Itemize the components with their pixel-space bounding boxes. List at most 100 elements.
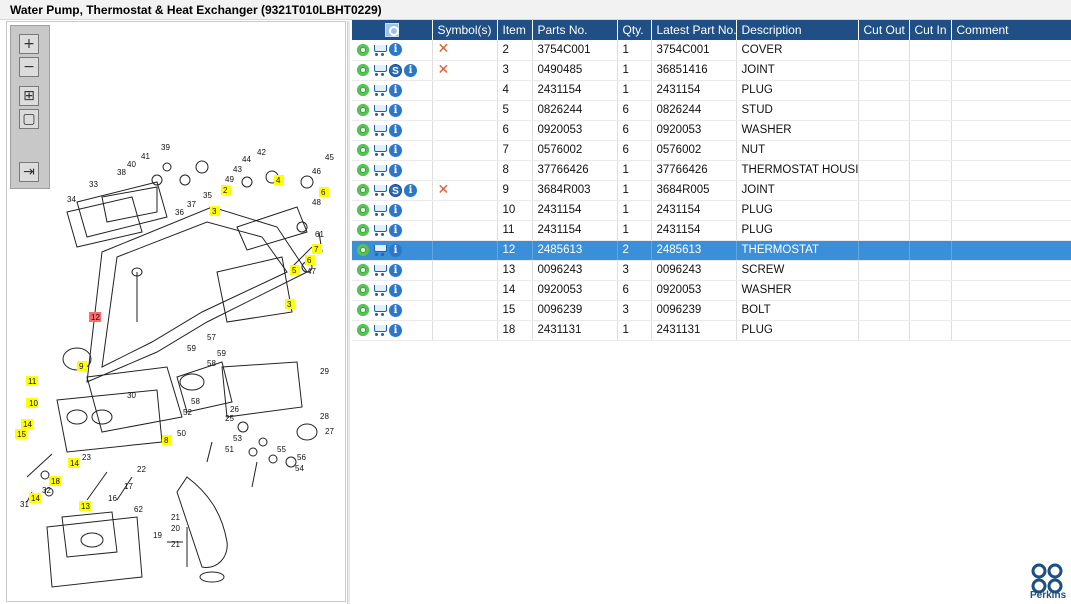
info-icon[interactable]: i xyxy=(389,283,402,297)
zoom-out-icon[interactable]: − xyxy=(19,57,39,77)
cart-icon[interactable] xyxy=(371,84,387,96)
info-icon[interactable]: i xyxy=(389,103,402,117)
info-icon[interactable]: i xyxy=(404,63,417,77)
column-header-actions[interactable] xyxy=(352,20,433,40)
svg-text:21: 21 xyxy=(171,513,180,522)
column-header-comment[interactable]: Comment xyxy=(951,20,1071,40)
details-gear-icon[interactable] xyxy=(357,244,369,256)
details-gear-icon[interactable] xyxy=(357,84,369,96)
diagram-panel[interactable]: 39 41 40 38 33 34 37 35 36 42 44 43 49 4… xyxy=(6,21,346,602)
column-header-symbols[interactable]: Symbol(s) xyxy=(432,20,498,40)
comment-cell xyxy=(951,180,1071,201)
details-gear-icon[interactable] xyxy=(357,144,369,156)
details-gear-icon[interactable] xyxy=(357,284,369,296)
details-gear-icon[interactable] xyxy=(357,324,369,336)
latest-part-no-cell: 2431131 xyxy=(651,320,737,341)
column-header-item[interactable]: Item xyxy=(497,20,533,40)
table-header: Symbol(s) Item Parts No. Qty. Latest Par… xyxy=(352,20,1071,40)
svg-text:59: 59 xyxy=(217,349,226,358)
details-gear-icon[interactable] xyxy=(357,43,369,56)
cart-icon[interactable] xyxy=(371,284,387,296)
info-icon[interactable]: i xyxy=(389,203,402,217)
search-icon[interactable] xyxy=(384,23,399,38)
details-gear-icon[interactable] xyxy=(357,164,369,176)
cart-icon[interactable] xyxy=(371,164,387,176)
info-icon[interactable]: i xyxy=(389,143,402,157)
column-header-parts-no[interactable]: Parts No. xyxy=(532,20,618,40)
parts-no-cell: 2431154 xyxy=(532,80,618,101)
info-icon[interactable]: i xyxy=(389,303,402,317)
svg-text:34: 34 xyxy=(67,195,76,204)
cart-icon[interactable] xyxy=(371,184,387,196)
supersession-icon[interactable]: S xyxy=(389,183,402,197)
details-gear-icon[interactable] xyxy=(357,124,369,136)
fit-to-window-icon[interactable]: ⊞ xyxy=(19,86,39,106)
details-gear-icon[interactable] xyxy=(357,204,369,216)
cart-icon[interactable] xyxy=(371,244,387,256)
cart-icon[interactable] xyxy=(371,104,387,116)
column-header-description[interactable]: Description xyxy=(736,20,859,40)
svg-text:14: 14 xyxy=(23,420,32,429)
info-icon[interactable]: i xyxy=(389,123,402,137)
info-icon[interactable]: i xyxy=(404,183,417,197)
info-icon[interactable]: i xyxy=(389,263,402,277)
svg-text:38: 38 xyxy=(117,168,126,177)
cart-icon[interactable] xyxy=(371,144,387,156)
item-cell: 3 xyxy=(497,60,533,81)
cart-icon[interactable] xyxy=(371,124,387,136)
column-header-cut-out[interactable]: Cut Out xyxy=(858,20,910,40)
info-icon[interactable]: i xyxy=(389,43,402,57)
cart-icon[interactable] xyxy=(371,264,387,276)
details-gear-icon[interactable] xyxy=(357,64,369,76)
details-gear-icon[interactable] xyxy=(357,184,369,196)
cart-icon[interactable] xyxy=(371,304,387,316)
window-title: Water Pump, Thermostat & Heat Exchanger … xyxy=(0,0,1071,20)
export-icon[interactable]: ⇥ xyxy=(19,162,39,182)
supersession-icon[interactable]: S xyxy=(389,63,402,77)
cart-icon[interactable] xyxy=(371,204,387,216)
panel-splitter[interactable] xyxy=(347,21,350,604)
column-header-latest-part-no[interactable]: Latest Part No. xyxy=(651,20,737,40)
details-gear-icon[interactable] xyxy=(357,224,369,236)
zoom-in-icon[interactable]: + xyxy=(19,34,39,54)
info-icon[interactable]: i xyxy=(389,243,402,257)
exploded-diagram[interactable]: 39 41 40 38 33 34 37 35 36 42 44 43 49 4… xyxy=(7,22,346,602)
callout-labels[interactable]: 39 41 40 38 33 34 37 35 36 42 44 43 49 4… xyxy=(15,143,334,549)
cart-icon[interactable] xyxy=(371,44,387,56)
parts-grid: Symbol(s) Item Parts No. Qty. Latest Par… xyxy=(352,20,1071,341)
cart-icon[interactable] xyxy=(371,64,387,76)
column-header-qty[interactable]: Qty. xyxy=(617,20,652,40)
actual-size-icon[interactable]: ▢ xyxy=(19,109,39,129)
symbol-cell xyxy=(432,80,498,101)
details-gear-icon[interactable] xyxy=(357,104,369,116)
description-cell: NUT xyxy=(736,140,859,161)
details-gear-icon[interactable] xyxy=(357,264,369,276)
cart-icon[interactable] xyxy=(371,224,387,236)
description-cell: STUD xyxy=(736,100,859,121)
latest-part-no-cell: 0826244 xyxy=(651,100,737,121)
info-icon[interactable]: i xyxy=(389,323,402,337)
info-icon[interactable]: i xyxy=(389,83,402,97)
cart-icon[interactable] xyxy=(371,324,387,336)
svg-text:28: 28 xyxy=(320,412,329,421)
details-gear-icon[interactable] xyxy=(357,304,369,316)
info-icon[interactable]: i xyxy=(389,223,402,237)
description-cell: THERMOSTAT HOUSING xyxy=(736,160,859,181)
info-icon[interactable]: i xyxy=(389,163,402,177)
column-header-cut-in[interactable]: Cut In xyxy=(909,20,952,40)
